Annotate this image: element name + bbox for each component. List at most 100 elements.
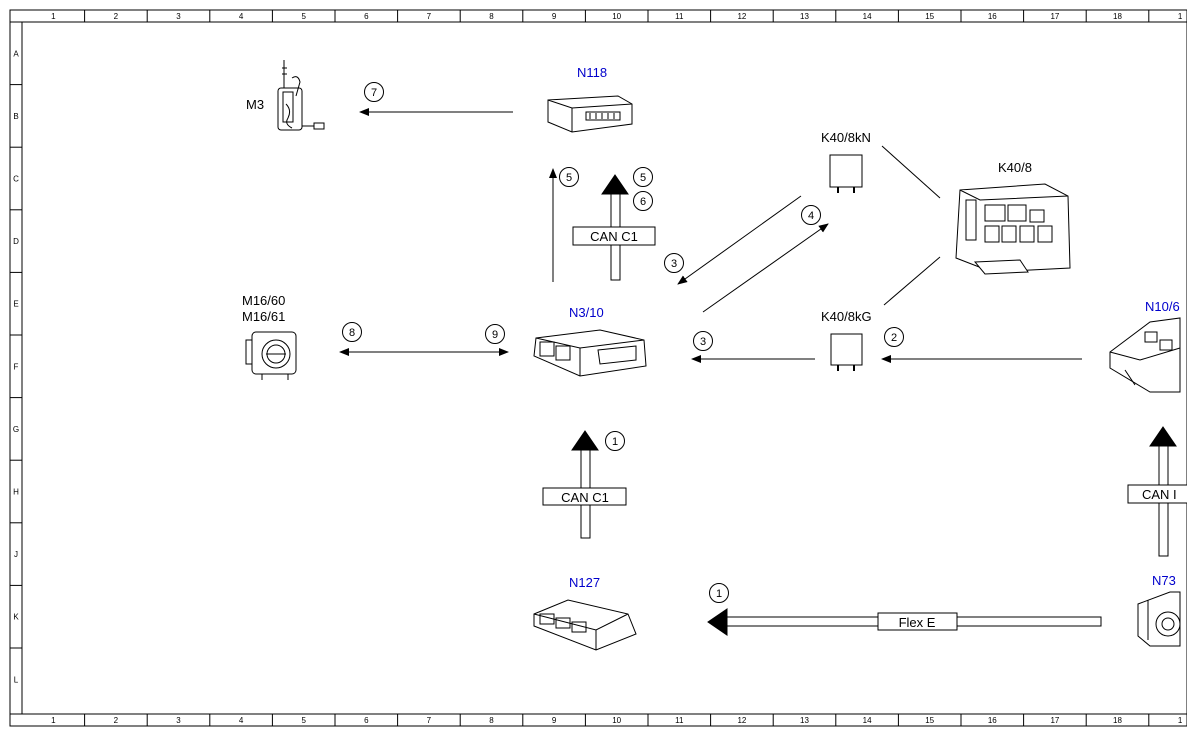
svg-text:1: 1: [612, 436, 618, 448]
m16-61-label: M16/61: [242, 309, 285, 324]
step-1-flex: 1: [709, 583, 729, 603]
flex-e-box: [877, 612, 958, 631]
k40-8-label: K40/8: [998, 160, 1032, 175]
grid-column-number-top: 3: [176, 12, 181, 21]
grid-row-letter: A: [13, 49, 19, 58]
grid-column-number-bottom: 7: [427, 716, 432, 725]
svg-text:4: 4: [808, 210, 814, 222]
grid-column-number-top: 9: [552, 12, 557, 21]
grid-row-letter: E: [13, 300, 18, 309]
svg-text:3: 3: [700, 336, 706, 348]
n118-module-icon: [547, 95, 633, 133]
svg-text:6: 6: [640, 196, 646, 208]
step-5-thin: 5: [559, 167, 579, 187]
grid-column-ticks: 1122334455667788991010111112121313141415…: [51, 10, 1183, 726]
grid-column-number-top: 15: [925, 12, 934, 21]
grid-column-number-bottom: 8: [489, 716, 494, 725]
grid-column-number-top: 13: [800, 12, 809, 21]
can-right-label: CAN I: [1142, 487, 1177, 502]
grid-column-number-top: 17: [1050, 12, 1059, 21]
step-3-upper: 3: [664, 253, 684, 273]
step-1-can: 1: [605, 431, 625, 451]
step-6: 6: [633, 191, 653, 211]
grid-column-number-top: 1: [1178, 12, 1183, 21]
n73-label: N73: [1152, 573, 1176, 588]
grid-row-letter: C: [13, 175, 19, 184]
grid-column-number-top: 1: [51, 12, 56, 21]
grid-column-number-top: 16: [988, 12, 997, 21]
can-right-box: [1127, 484, 1187, 504]
grid-column-number-top: 4: [239, 12, 244, 21]
n127-module-icon: [533, 599, 637, 651]
grid-row-letter: J: [14, 550, 18, 559]
grid-column-number-bottom: 5: [301, 716, 306, 725]
grid-column-number-top: 7: [427, 12, 432, 21]
grid-row-letter: D: [13, 237, 19, 246]
n3-10-label: N3/10: [569, 305, 604, 320]
n10-6-label: N10/6: [1145, 299, 1180, 314]
grid-row-letter: F: [14, 362, 19, 371]
wire-k40-8kg-to-k40-8: [883, 256, 941, 306]
grid-column-number-top: 2: [114, 12, 119, 21]
step-9: 9: [485, 324, 505, 344]
can-c1-bottom-box: [542, 487, 627, 506]
grid-column-number-bottom: 11: [675, 716, 684, 725]
n118-label: N118: [577, 65, 607, 80]
step-3-lower: 3: [693, 331, 713, 351]
grid-column-number-top: 5: [301, 12, 306, 21]
grid-column-number-bottom: 18: [1113, 716, 1122, 725]
can-c1-bottom-label: CAN C1: [561, 490, 609, 505]
grid-column-number-bottom: 13: [800, 716, 809, 725]
arrow-n3-10-to-k40-8kn: [702, 223, 829, 313]
grid-column-number-top: 11: [675, 12, 684, 21]
n73-ignition-switch-icon: [1137, 591, 1181, 647]
grid-column-number-top: 8: [489, 12, 494, 21]
k40-8kg-label: K40/8kG: [821, 309, 872, 324]
throttle-actuator-icon: [245, 331, 297, 380]
can-c1-top-label: CAN C1: [590, 229, 638, 244]
svg-text:8: 8: [349, 327, 355, 339]
grid-column-number-bottom: 1: [1178, 716, 1183, 725]
can-c1-top-box: [572, 226, 656, 246]
grid-column-number-top: 14: [863, 12, 872, 21]
can-c1-bus-arrow-bottom: [571, 430, 599, 539]
grid-column-number-bottom: 10: [612, 716, 621, 725]
step-2: 2: [884, 327, 904, 347]
k40-8kn-relay-icon: [829, 154, 863, 193]
grid-row-letter: G: [13, 425, 19, 434]
n3-10-ecu-icon: [533, 329, 647, 377]
svg-text:3: 3: [671, 258, 677, 270]
grid-row-letter: L: [14, 675, 19, 684]
grid-column-number-bottom: 4: [239, 716, 244, 725]
grid-column-number-bottom: 9: [552, 716, 557, 725]
arrow-k40-8kn-to-n3-10: [677, 195, 802, 285]
step-8: 8: [342, 322, 362, 342]
n10-6-module-icon: [1109, 317, 1181, 393]
grid-column-number-bottom: 6: [364, 716, 369, 725]
grid-column-number-bottom: 16: [988, 716, 997, 725]
m3-fuel-pump-icon: [277, 60, 325, 131]
svg-text:1: 1: [716, 588, 722, 600]
grid-column-number-top: 12: [737, 12, 746, 21]
step-4: 4: [801, 205, 821, 225]
grid-column-number-bottom: 2: [114, 716, 119, 725]
k40-8kn-label: K40/8kN: [821, 130, 871, 145]
svg-text:9: 9: [492, 329, 498, 341]
grid-column-number-bottom: 14: [863, 716, 872, 725]
grid-column-number-bottom: 15: [925, 716, 934, 725]
grid-column-number-bottom: 12: [737, 716, 746, 725]
drawing-frame: [9, 9, 1187, 727]
svg-text:7: 7: [371, 87, 377, 99]
m16-60-label: M16/60: [242, 293, 285, 308]
k40-8-fusebox-icon: [955, 183, 1071, 275]
wire-k40-8kn-to-k40-8: [881, 145, 941, 199]
flex-e-label: Flex E: [899, 615, 936, 630]
svg-text:5: 5: [640, 172, 646, 184]
svg-text:2: 2: [891, 332, 897, 344]
step-5-bus: 5: [633, 167, 653, 187]
grid-column-number-top: 18: [1113, 12, 1122, 21]
grid-row-letter: H: [13, 488, 19, 497]
grid-column-number-top: 6: [364, 12, 369, 21]
